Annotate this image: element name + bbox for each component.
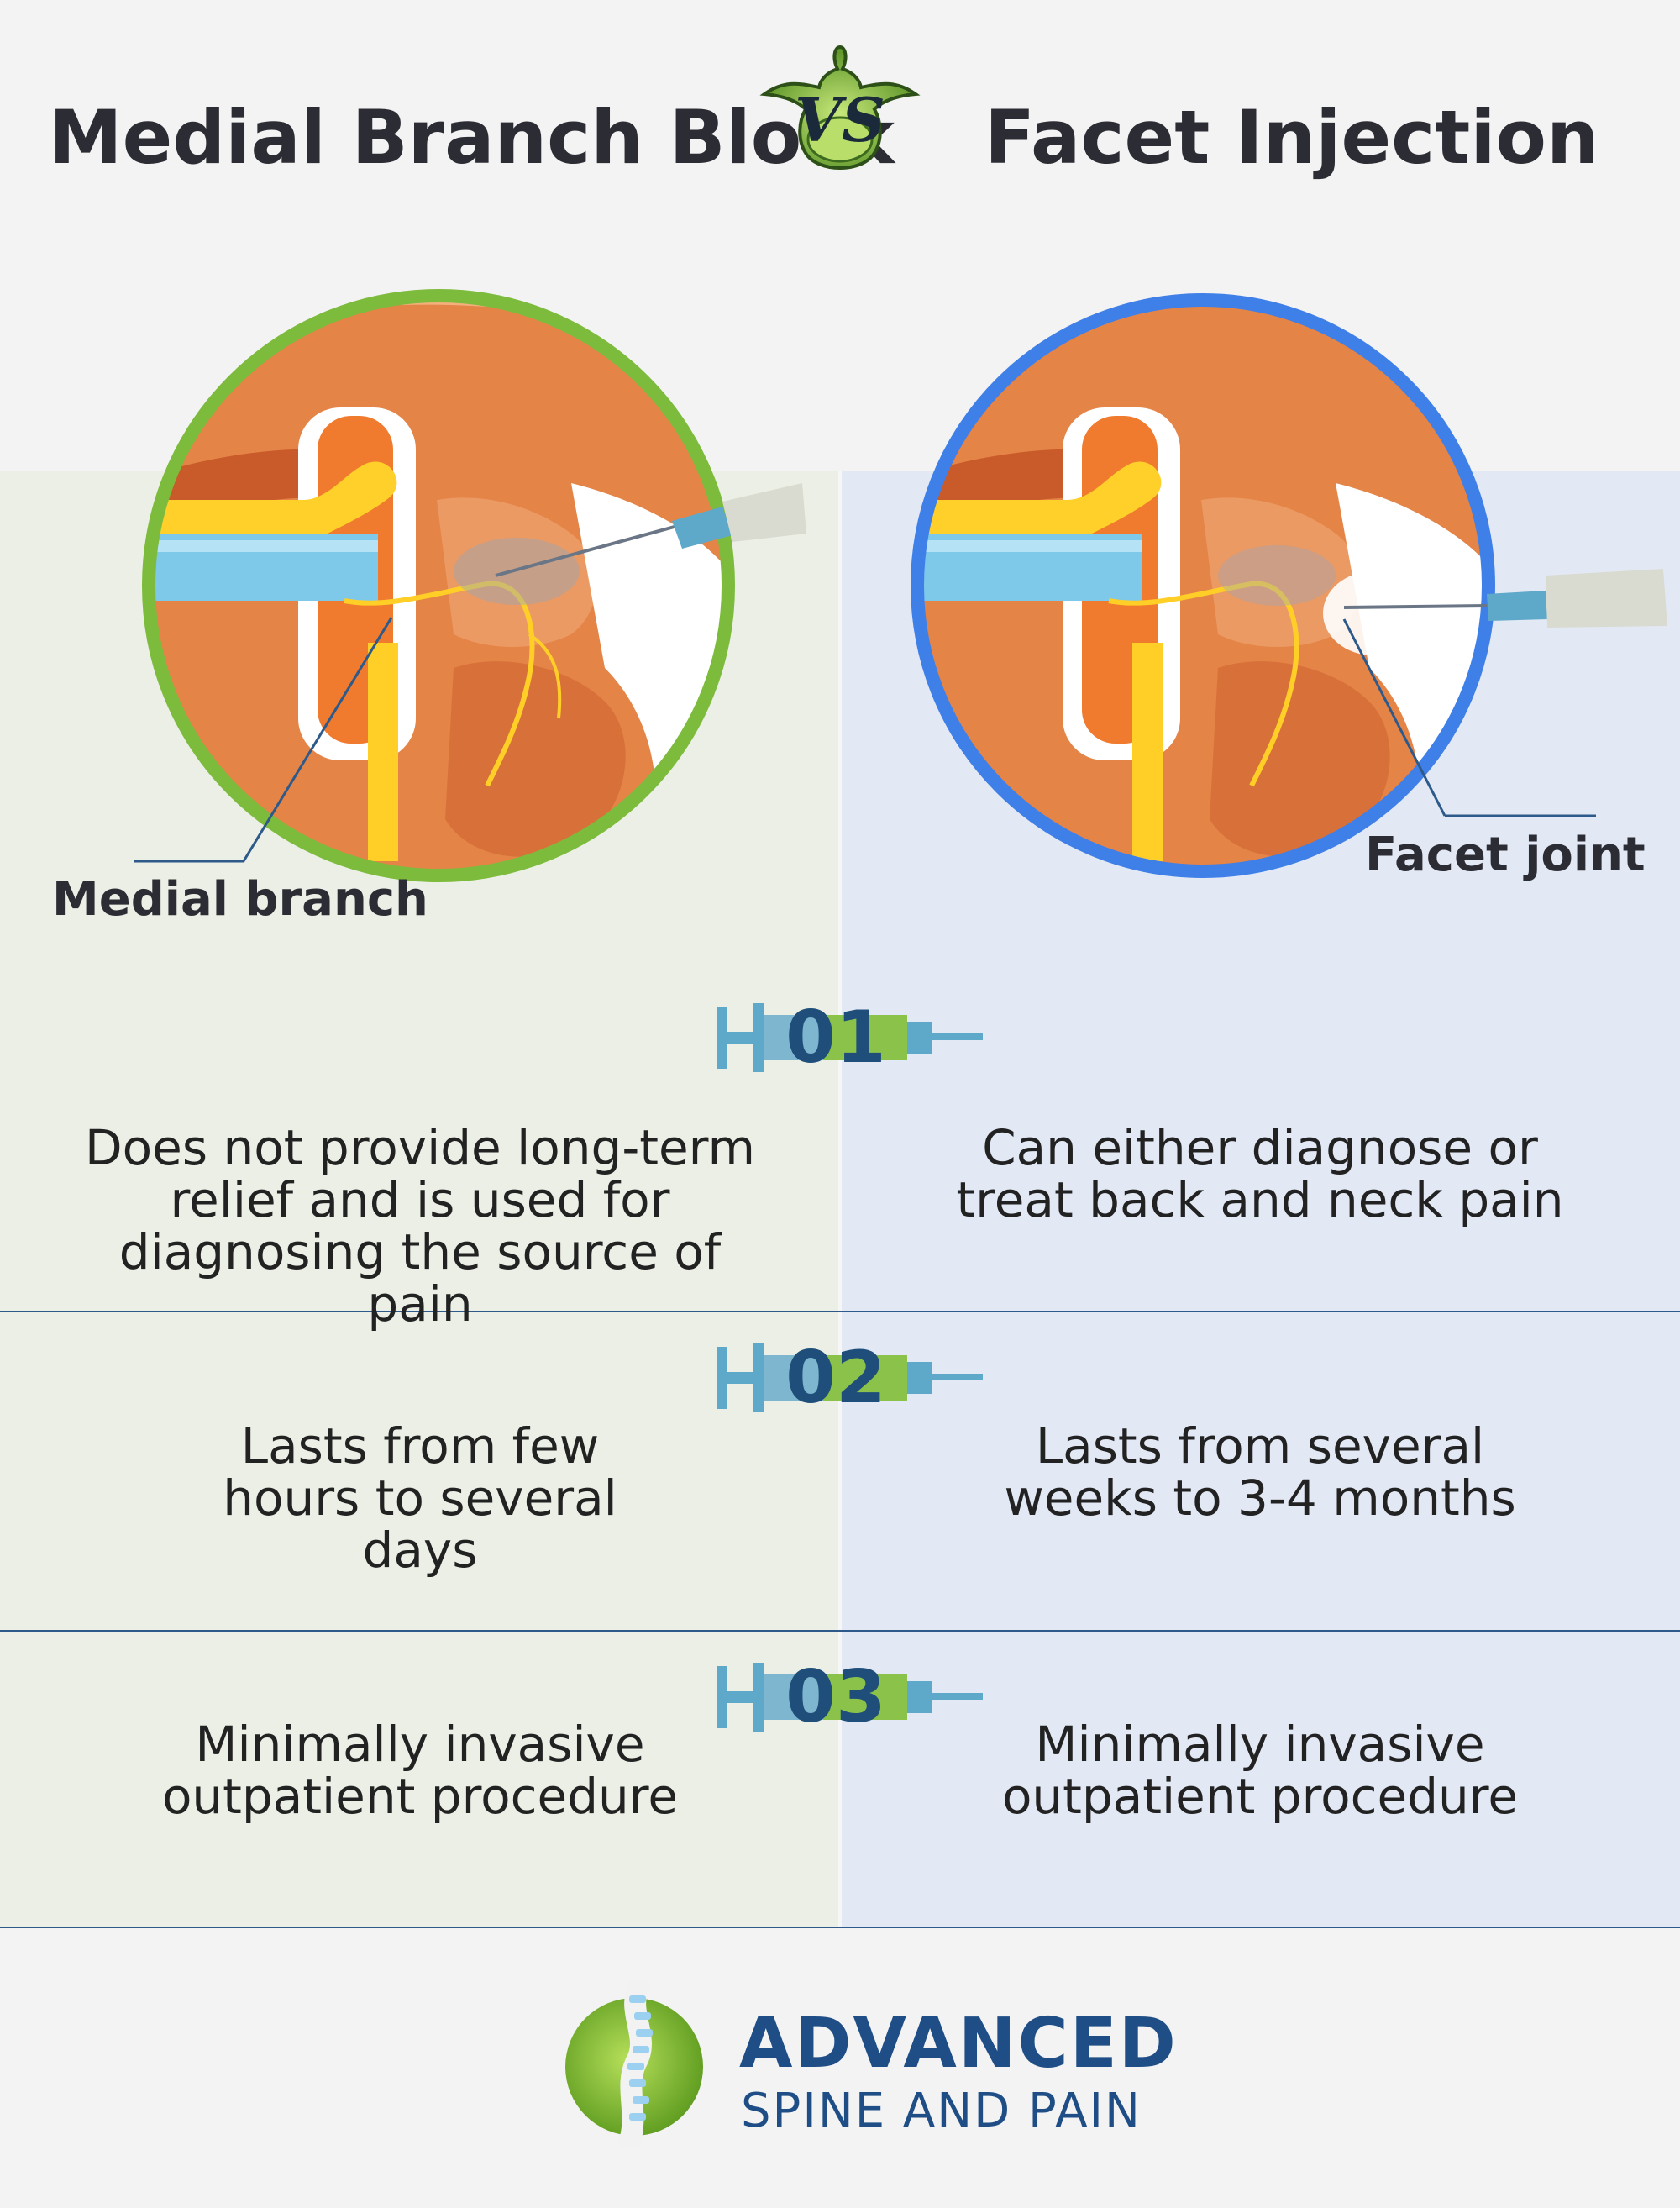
advanced-spine-logo-icon — [565, 1979, 703, 2147]
vs-label: VS — [795, 84, 885, 155]
vs-vertebra-icon — [759, 45, 921, 170]
logo-subtitle: SPINE AND PAIN — [741, 2084, 1142, 2138]
row-number-02: 02 — [785, 1336, 886, 1420]
column-divider — [838, 471, 842, 1928]
row-number-01: 01 — [785, 996, 886, 1080]
row-divider-1 — [0, 1311, 1680, 1312]
right-title: Facet Injection — [984, 94, 1599, 181]
logo-title: ADVANCED — [739, 2004, 1178, 2084]
right-spine-illustration — [911, 293, 1667, 878]
row-2-left-text: Lasts from few hours to several days — [223, 1417, 617, 1579]
row-1-right-text: Can either diagnose or treat back and ne… — [956, 1119, 1564, 1228]
syringe-icon — [717, 1343, 983, 1412]
syringe-icon — [717, 1663, 983, 1732]
row-3-right-text: Minimally invasive outpatient procedure — [1001, 1716, 1519, 1825]
right-callout-label: Facet joint — [1365, 828, 1646, 882]
left-title: Medial Branch Block — [49, 94, 895, 181]
syringe-icon — [717, 1003, 983, 1072]
left-spine-illustration — [134, 289, 806, 882]
row-number-03: 03 — [785, 1655, 886, 1739]
row-2-right-text: Lasts from several weeks to 3-4 months — [1004, 1417, 1516, 1527]
row-divider-3 — [0, 1927, 1680, 1928]
row-divider-2 — [0, 1630, 1680, 1632]
row-1-left-text: Does not provide long-term relief and is… — [84, 1119, 755, 1333]
left-callout-label: Medial branch — [52, 872, 428, 927]
row-3-left-text: Minimally invasive outpatient procedure — [161, 1716, 679, 1825]
